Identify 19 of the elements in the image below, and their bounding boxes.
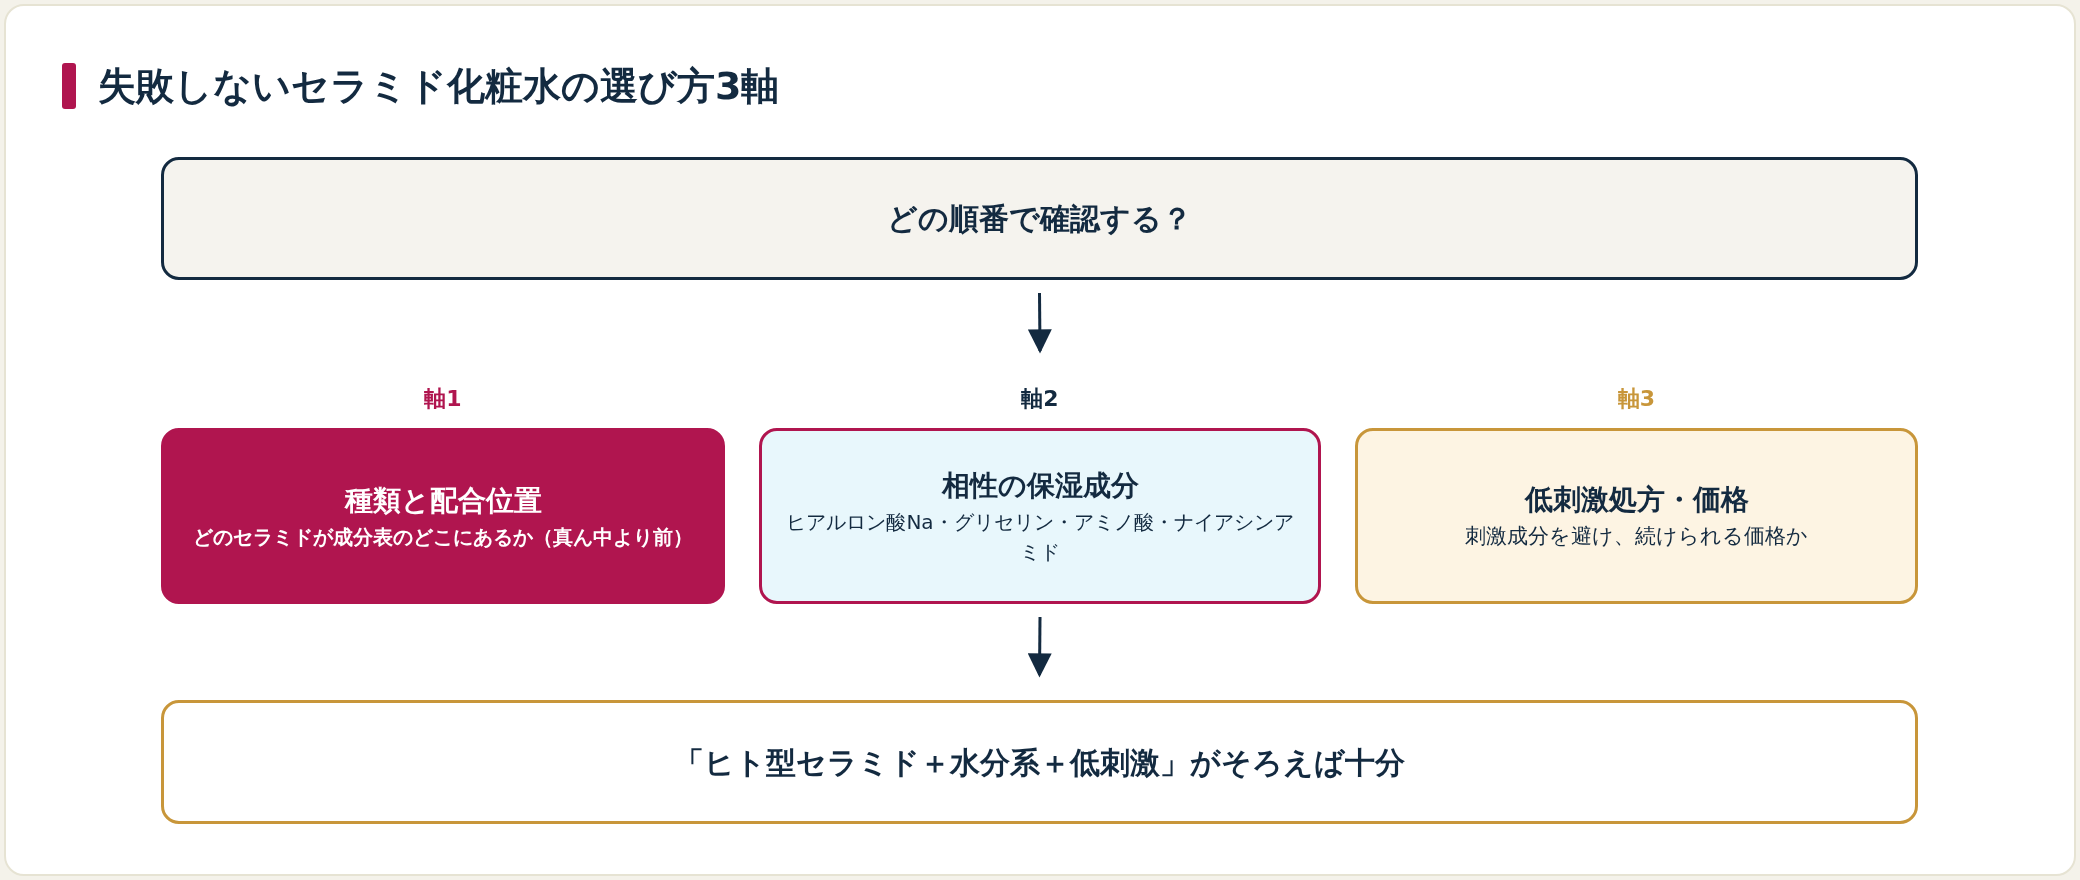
box-heading: 相性の保湿成分 <box>941 468 1139 504</box>
title: 失敗しないセラミド化粧水の選び方3軸 <box>98 63 780 110</box>
box-heading: 種類と配合位置 <box>344 483 542 519</box>
axis-label: 軸3 <box>1616 385 1657 413</box>
process-box <box>759 428 1321 604</box>
box-heading: 低刺激処方・価格 <box>1524 482 1749 519</box>
arrow <box>1027 617 1052 678</box>
axis-label: 軸2 <box>1020 385 1060 413</box>
box-description: どのセラミドが成分表のどこにあるか（真ん中より前） <box>193 524 693 551</box>
box-description: ヒアルロン酸Na・グリセリン・アミノ酸・ナイアシンアミド <box>786 509 1294 566</box>
process-box <box>161 428 725 604</box>
process-box <box>161 700 1918 824</box>
box-heading: 「ヒト型セラミド＋水分系＋低刺激」がそろえば十分 <box>674 743 1405 782</box>
box-heading: どの順番で確認する？ <box>887 200 1192 238</box>
axis-label: 軸1 <box>423 385 463 413</box>
process-box <box>1355 428 1918 604</box>
arrow <box>1027 293 1052 354</box>
process-box <box>161 157 1918 280</box>
box-description: 刺激成分を避け、続けられる価格か <box>1465 523 1808 551</box>
